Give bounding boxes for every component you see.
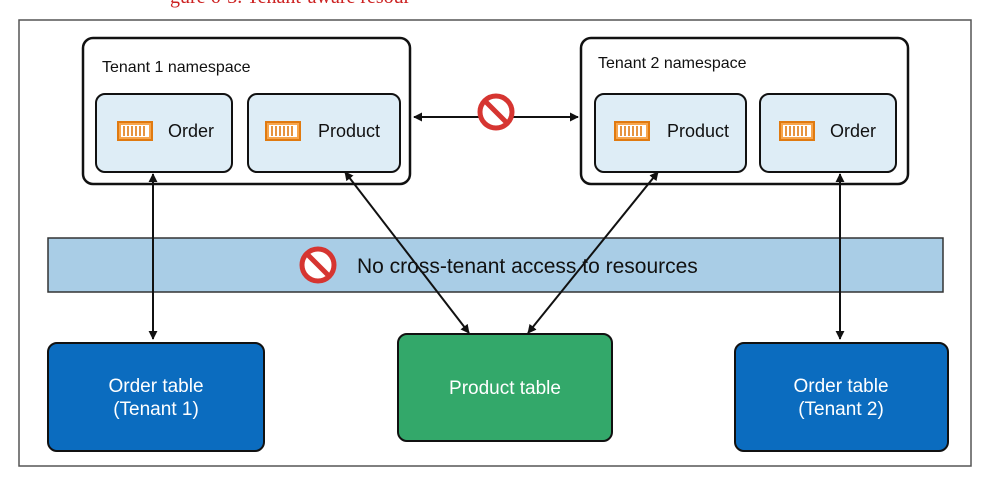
barrier-text: No cross-tenant access to resources: [357, 255, 698, 278]
container-icon: [614, 121, 650, 141]
product-table: Product table: [397, 333, 613, 442]
tenant-1-order-service: Order: [95, 93, 233, 173]
cross-tenant-barrier: [47, 237, 944, 293]
container-icon: [117, 121, 153, 141]
container-icon: [779, 121, 815, 141]
prohibited-icon: [302, 249, 334, 281]
tenant-2-product-connector: [527, 171, 659, 334]
product-table-label: Product table: [449, 378, 561, 399]
tenant-2-namespace: Tenant 2 namespace Product Order: [579, 36, 910, 186]
tenant-2-order-service: Order: [759, 93, 897, 173]
container-icon: [265, 121, 301, 141]
tenant-1-product-connector: [344, 171, 470, 334]
tenant-2-product-label: Product: [667, 121, 729, 141]
tenant-1-product-service: Product: [247, 93, 401, 173]
prohibited-icon: [480, 96, 512, 128]
order-table-tenant-1-line1: Order table: [108, 376, 203, 397]
order-table-tenant-2-line1: Order table: [793, 376, 888, 397]
tenant-2-title: Tenant 2 namespace: [598, 55, 747, 72]
tenant-1-namespace: Tenant 1 namespace Order Product: [81, 36, 412, 186]
tenant-1-title: Tenant 1 namespace: [102, 59, 251, 76]
order-table-tenant-1: Order table (Tenant 1): [47, 342, 265, 452]
tenant-1-product-label: Product: [318, 121, 380, 141]
order-table-tenant-1-line2: (Tenant 1): [113, 399, 199, 420]
tenant-2-product-service: Product: [594, 93, 747, 173]
tenant-1-order-label: Order: [168, 121, 214, 141]
order-table-tenant-2: Order table (Tenant 2): [734, 342, 949, 452]
order-table-tenant-2-line2: (Tenant 2): [798, 399, 884, 420]
figure-caption-fragment: gure 6-3. Tenant-aware resources: [170, 0, 410, 8]
tenant-2-order-label: Order: [830, 121, 876, 141]
